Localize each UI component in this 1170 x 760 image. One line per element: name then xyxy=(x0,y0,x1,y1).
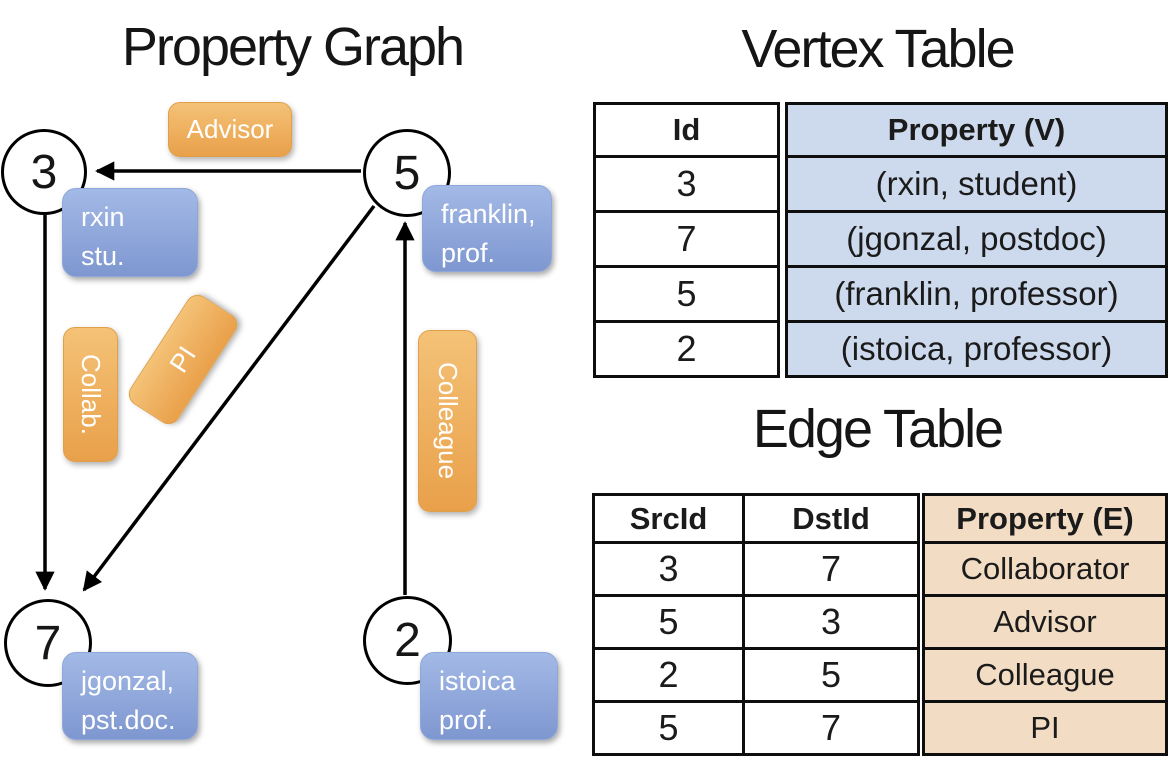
property-graph-title: Property Graph xyxy=(121,17,465,77)
edge-label-advisor: Advisor xyxy=(168,102,292,157)
vertex-property-line: rxin xyxy=(81,202,125,232)
vertex-property-line: stu. xyxy=(81,241,125,272)
edge-label-collab: Collab. xyxy=(63,327,118,462)
vertex-table-title: Vertex Table xyxy=(741,19,1015,79)
edge-label-collab-text: Collab. xyxy=(76,354,106,435)
table-cell: 5 xyxy=(593,265,780,323)
vertex-table-property-header: Property (V) xyxy=(785,102,1168,158)
vertex-property-line: prof. xyxy=(439,705,494,736)
table-cell: (jgonzal, postdoc) xyxy=(785,210,1168,268)
vertex-property-box-istoica: istoica prof. xyxy=(420,652,558,740)
vertex-7-id: 7 xyxy=(34,616,62,670)
table-cell: 3 xyxy=(593,155,780,213)
table-cell: Colleague xyxy=(922,647,1168,703)
edge-table-title: Edge Table xyxy=(752,399,1004,459)
edge-label-pi-text: PI xyxy=(163,340,202,378)
vertex-property-line: jgonzal, xyxy=(81,666,175,696)
table-cell: PI xyxy=(922,700,1168,756)
table-cell: (franklin, professor) xyxy=(785,265,1168,323)
table-cell: 5 xyxy=(742,647,920,703)
table-cell: 3 xyxy=(742,594,920,650)
vertex-table-id-column: Id 3 7 5 2 xyxy=(593,102,780,378)
vertex-property-line: pst.doc. xyxy=(81,705,176,736)
table-cell: (istoica, professor) xyxy=(785,320,1168,378)
vertex-property-line: franklin, xyxy=(441,199,536,229)
table-cell: 3 xyxy=(592,541,745,597)
table-cell: Collaborator xyxy=(922,541,1168,597)
table-cell: 2 xyxy=(592,647,745,703)
edge-label-colleague: Colleague xyxy=(418,330,477,512)
vertex-property-line: istoica xyxy=(439,666,516,696)
table-cell: Advisor xyxy=(922,594,1168,650)
edge-table-srcid-header: SrcId xyxy=(592,493,745,544)
table-cell: 2 xyxy=(593,320,780,378)
vertex-property-line: prof. xyxy=(441,238,496,269)
table-cell: 5 xyxy=(592,594,745,650)
vertex-property-box-franklin: franklin, prof. xyxy=(422,185,552,272)
edge-table-id-columns: SrcId DstId 3 7 5 3 2 5 5 7 xyxy=(592,493,920,756)
table-cell: 7 xyxy=(742,700,920,756)
edge-arrow-5-to-7 xyxy=(82,204,376,592)
vertex-2-id: 2 xyxy=(394,614,421,667)
vertex-table-property-column: Property (V) (rxin, student) (jgonzal, p… xyxy=(785,102,1168,378)
edge-table-property-header: Property (E) xyxy=(922,493,1168,544)
edge-label-colleague-text: Colleague xyxy=(433,362,463,480)
vertex-5-id: 5 xyxy=(393,146,421,200)
vertex-property-box-jgonzal: jgonzal, pst.doc. xyxy=(62,652,198,740)
edge-table-property-column: Property (E) Collaborator Advisor Collea… xyxy=(922,493,1168,756)
graph-edges-svg xyxy=(35,161,415,595)
vertex-3-id: 3 xyxy=(30,145,58,199)
table-cell: 5 xyxy=(592,700,745,756)
edge-label-advisor-text: Advisor xyxy=(186,114,274,144)
vertex-circle-5: 5 xyxy=(363,129,451,217)
edge-table-dstid-header: DstId xyxy=(742,493,920,544)
table-cell: 7 xyxy=(593,210,780,268)
vertex-table-id-header: Id xyxy=(593,102,780,158)
table-cell: (rxin, student) xyxy=(785,155,1168,213)
table-cell: 7 xyxy=(742,541,920,597)
vertex-circle-2: 2 xyxy=(363,596,452,685)
vertex-property-box-rxin: rxin stu. xyxy=(62,188,198,277)
